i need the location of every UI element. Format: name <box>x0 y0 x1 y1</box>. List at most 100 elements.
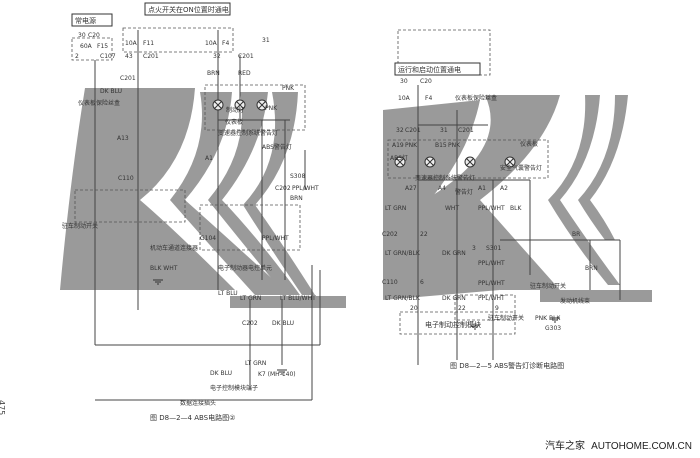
right-label: DK GRN <box>442 295 466 302</box>
lamp-icon <box>394 156 406 168</box>
box-ebcm: 电子制动控制模块 <box>425 320 481 329</box>
right-label: C110 <box>382 279 398 286</box>
right-label: 发动机线束 <box>560 297 590 305</box>
left-label: A13 <box>117 135 129 142</box>
left-label: C201 <box>238 53 254 60</box>
right-label: B15 <box>435 142 447 149</box>
right-label: PPL/WHT <box>478 205 505 212</box>
right-label: DK GRN <box>442 250 466 257</box>
right-label: A19 <box>392 142 404 149</box>
right-figure-caption: 图 D8—2—5 ABS警告灯诊断电路图 <box>450 361 564 370</box>
left-label: F11 <box>143 40 154 47</box>
lamp-cross <box>506 158 514 166</box>
lamp-icon <box>234 99 246 111</box>
left-label: BRN <box>290 195 303 202</box>
watermark: 汽车之家 AUTOHOME.COM.CN <box>545 437 692 452</box>
component-box <box>122 27 234 53</box>
right-label: 6 <box>420 279 424 286</box>
right-label: PNK BLK <box>535 315 561 322</box>
left-label: BLK WHT <box>150 265 178 272</box>
left-label: LT GRN <box>240 295 261 302</box>
right-label: BR <box>572 231 580 238</box>
left-label: 2 <box>75 53 79 60</box>
right-label: PPL/WHT <box>478 280 505 287</box>
component-box <box>204 84 306 131</box>
gray-band <box>540 290 652 302</box>
right-label: 安全气囊警告灯 <box>500 164 542 172</box>
component-box <box>399 311 516 335</box>
right-label: LT GRN/BLK <box>385 250 421 257</box>
component-box <box>454 294 516 321</box>
right-label: LT GRN <box>385 205 406 212</box>
left-label: 驻车制动开关 <box>62 222 98 230</box>
right-label: 驻车制动开关 <box>530 282 566 290</box>
right-label: C201 <box>458 127 474 134</box>
right-label: F4 <box>425 95 432 102</box>
left-label: 仪表板保险丝盒 <box>78 99 120 107</box>
right-label: 警告灯 <box>455 188 473 196</box>
lamp-cross <box>396 158 404 166</box>
right-label: PPL/WHT <box>478 295 505 302</box>
ground-icon <box>153 279 163 285</box>
left-label: LT GRN <box>245 360 266 367</box>
gray-band <box>230 296 346 308</box>
right-label: ABS灯 <box>390 154 408 162</box>
lamp-icon <box>212 99 224 111</box>
lamp-cross <box>214 101 222 109</box>
left-label: DK BLU <box>100 88 122 95</box>
left-label: G104 <box>200 235 216 242</box>
right-label: A1 <box>478 185 486 192</box>
left-label: F15 <box>97 43 108 50</box>
left-label: LT BLU/WHT <box>280 295 316 302</box>
box-ignition-on-power-frame <box>144 2 231 16</box>
left-label: 43 <box>125 53 133 60</box>
ground-icon <box>550 317 560 323</box>
left-label: PNK <box>265 105 278 112</box>
lamp-icon <box>424 156 436 168</box>
right-label: 22 <box>420 231 428 238</box>
right-label: 9 <box>495 305 499 312</box>
lamp-icon <box>256 99 268 111</box>
left-label: 机动车通道连接器 <box>150 244 198 252</box>
right-label: 仪表板保险丝盒 <box>455 94 497 102</box>
left-label: 30 <box>78 32 86 39</box>
right-label: 22 <box>458 305 466 312</box>
box-ignition-on-power: 点火开关在ON位置时通电 <box>148 5 229 14</box>
right-label: PPL/WHT <box>478 260 505 267</box>
lamp-cross <box>236 101 244 109</box>
left-label: 31 <box>262 37 270 44</box>
gray-band <box>243 92 315 295</box>
right-label: C201 <box>405 127 421 134</box>
right-label: C20 <box>420 78 432 85</box>
left-label: BRN <box>207 70 220 77</box>
right-label: LT GRN/BLK <box>385 295 421 302</box>
right-label: C202 <box>382 231 398 238</box>
left-label: C201 <box>143 53 159 60</box>
component-box <box>74 189 186 223</box>
left-label: C202 <box>275 185 291 192</box>
left-label: S308 <box>290 173 305 180</box>
right-label: 10A <box>398 95 411 102</box>
left-label: 60A <box>80 43 93 50</box>
gray-band <box>170 92 290 295</box>
right-label: 32 <box>396 127 404 134</box>
right-label: PNK <box>448 142 461 149</box>
right-label: 3 <box>472 245 476 252</box>
left-label: ABS警告灯 <box>262 143 292 151</box>
component-box <box>71 37 113 61</box>
page-number: 475 <box>0 400 6 416</box>
left-label: 仪表板 <box>225 118 243 126</box>
left-label: LT BLU <box>218 290 238 297</box>
left-label: 10A <box>125 40 138 47</box>
right-label: PNK <box>405 142 418 149</box>
right-label: A2 <box>500 185 508 192</box>
ground-icon <box>470 324 480 330</box>
gray-band <box>548 95 620 285</box>
left-figure-caption: 图 D8—2—4 ABS电路图② <box>150 413 235 422</box>
lamp-icon <box>504 156 516 168</box>
watermark-site: AUTOHOME.COM.CN <box>591 441 692 452</box>
left-label: C201 <box>120 75 136 82</box>
watermark-brand: 汽车之家 <box>545 441 586 452</box>
